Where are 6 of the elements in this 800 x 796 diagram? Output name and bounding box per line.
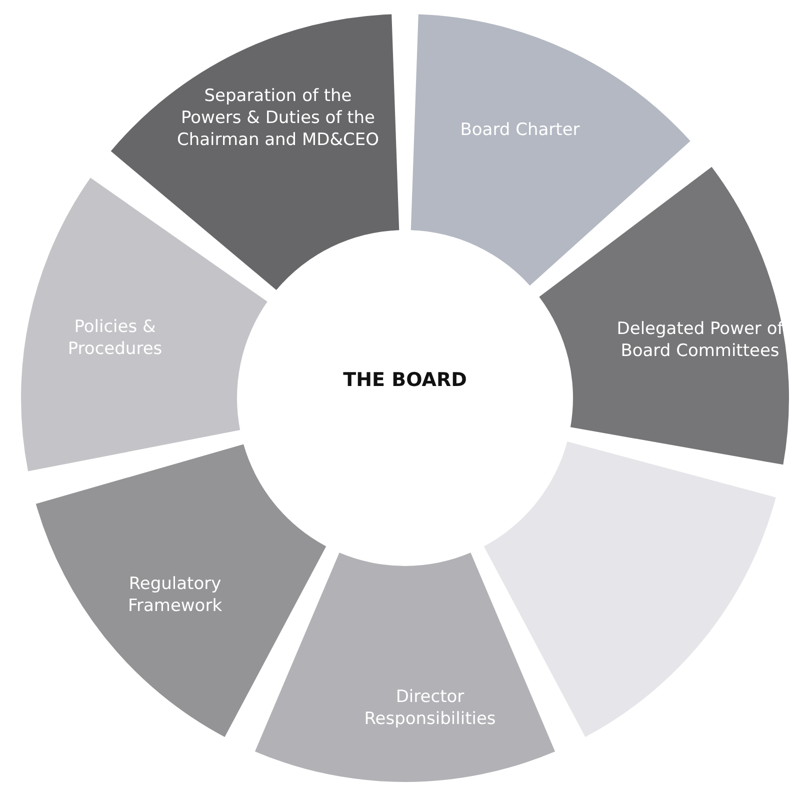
segment-label: Board Charter <box>459 118 581 142</box>
segment-label: Regulatory Framework <box>126 572 224 618</box>
segment-label: Separation of the Powers & Duties of the Chairman and MD&CEO <box>176 84 380 152</box>
segment-label: Director Responsibilities <box>363 686 497 730</box>
segment-label: Policies & Procedures <box>66 316 164 360</box>
center-title: THE BOARD <box>343 369 467 391</box>
